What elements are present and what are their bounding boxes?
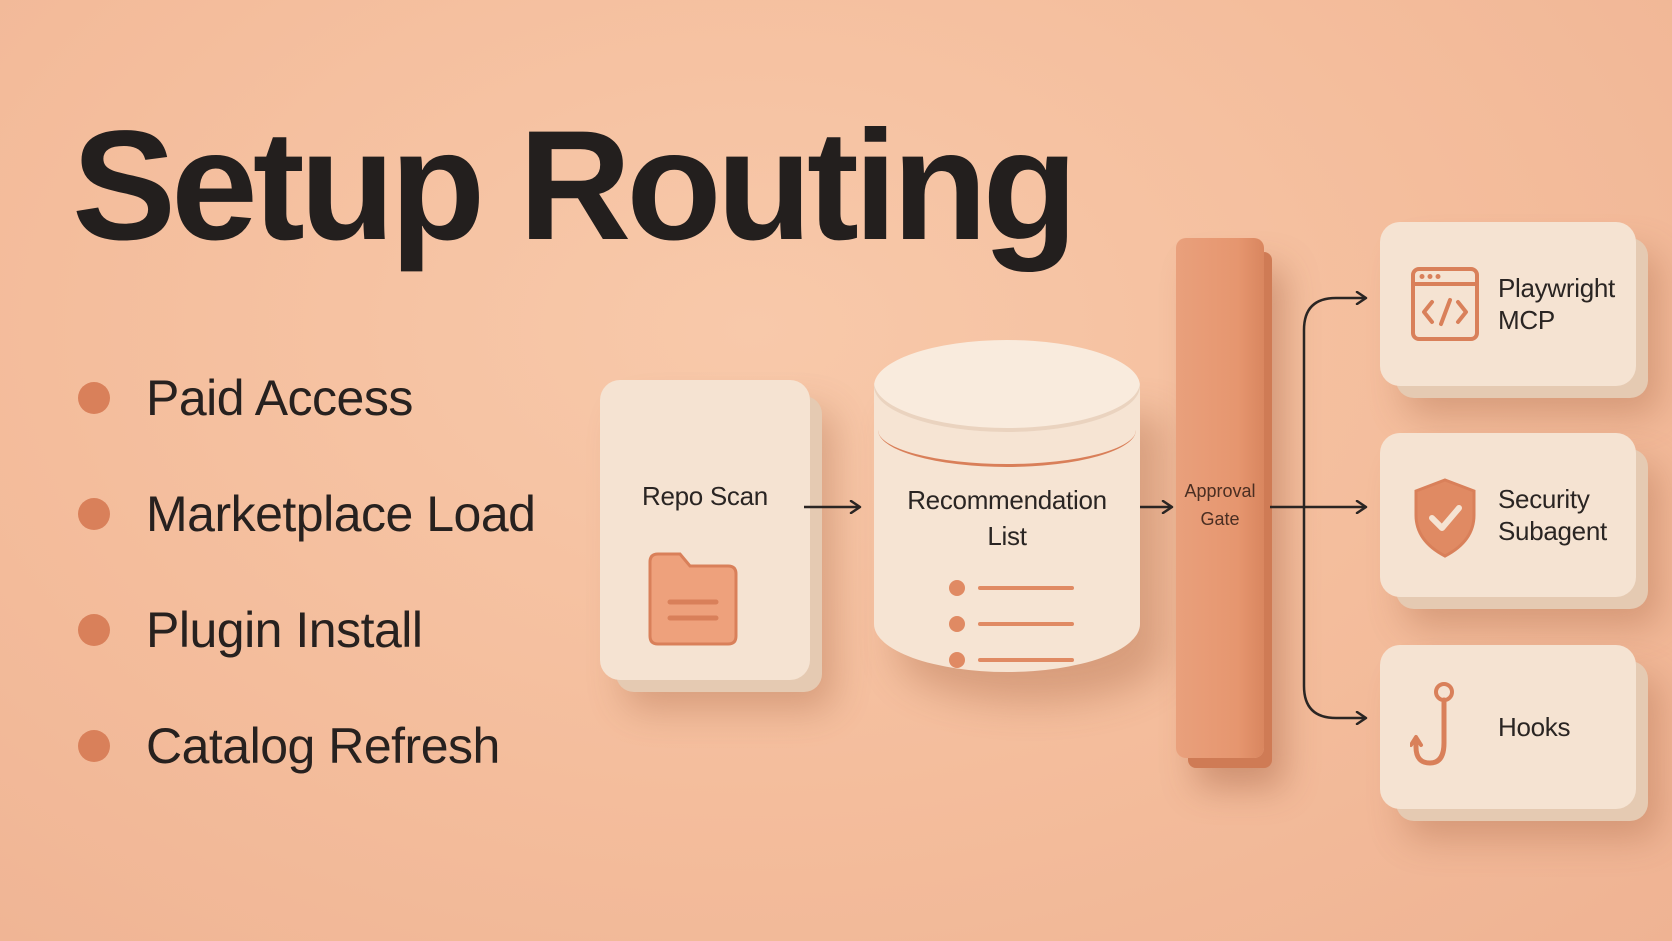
output-node-security: Security Subagent (1380, 433, 1636, 597)
cylinder-band (878, 390, 1136, 467)
recommendation-label-line2: List (987, 521, 1027, 552)
code-window-icon (1411, 267, 1479, 341)
approval-gate-node: Approval Gate (1176, 238, 1264, 758)
bullet-text: Marketplace Load (146, 486, 536, 542)
bullet-list: Paid Access Marketplace Load Plugin Inst… (78, 340, 536, 804)
bullet-text: Plugin Install (146, 602, 423, 658)
arrow-gate-to-hooks (1302, 507, 1366, 718)
bullet-item: Plugin Install (78, 572, 535, 688)
recommendation-label-line1: Recommendation (907, 485, 1107, 515)
bullet-item: Marketplace Load (78, 456, 536, 572)
recommendation-label: Recommendation List (874, 482, 1140, 555)
bullet-dot (78, 614, 110, 646)
cylinder-top (874, 340, 1140, 432)
arrow-gate-to-playwright (1302, 298, 1366, 507)
approval-gate-label-line2: Gate (1200, 508, 1240, 529)
security-label: Security Subagent (1498, 433, 1607, 597)
playwright-label-line2: MCP (1498, 305, 1555, 335)
playwright-label: Playwright MCP (1498, 222, 1615, 386)
recommendation-list-node: Recommendation List (874, 340, 1140, 720)
bullet-dot (78, 730, 110, 762)
page-title: Setup Routing (72, 99, 1078, 273)
repo-scan-label: Repo Scan (642, 481, 768, 511)
bullet-item: Paid Access (78, 340, 535, 456)
hooks-label-line1: Hooks (1498, 711, 1571, 742)
bullet-text: Catalog Refresh (146, 718, 500, 774)
approval-gate-label-line1: Approval (1184, 481, 1256, 501)
security-label-line2: Subagent (1498, 516, 1607, 546)
bullet-text: Paid Access (146, 370, 413, 426)
playwright-label-line1: Playwright (1498, 272, 1615, 303)
bullet-dot (78, 382, 110, 414)
hook-icon (1410, 682, 1454, 766)
output-node-playwright: Playwright MCP (1380, 222, 1636, 386)
hooks-label: Hooks (1498, 645, 1571, 809)
repo-scan-node: Repo Scan (600, 380, 810, 680)
bullet-item: Catalog Refresh (78, 688, 535, 804)
approval-gate-label: Approval Gate (1176, 478, 1264, 534)
shield-check-icon (1414, 478, 1476, 558)
output-node-hooks: Hooks (1380, 645, 1636, 809)
folder-icon (648, 552, 738, 646)
bullet-dot (78, 498, 110, 530)
list-icon (949, 580, 1074, 668)
security-label-line1: Security (1498, 483, 1590, 514)
